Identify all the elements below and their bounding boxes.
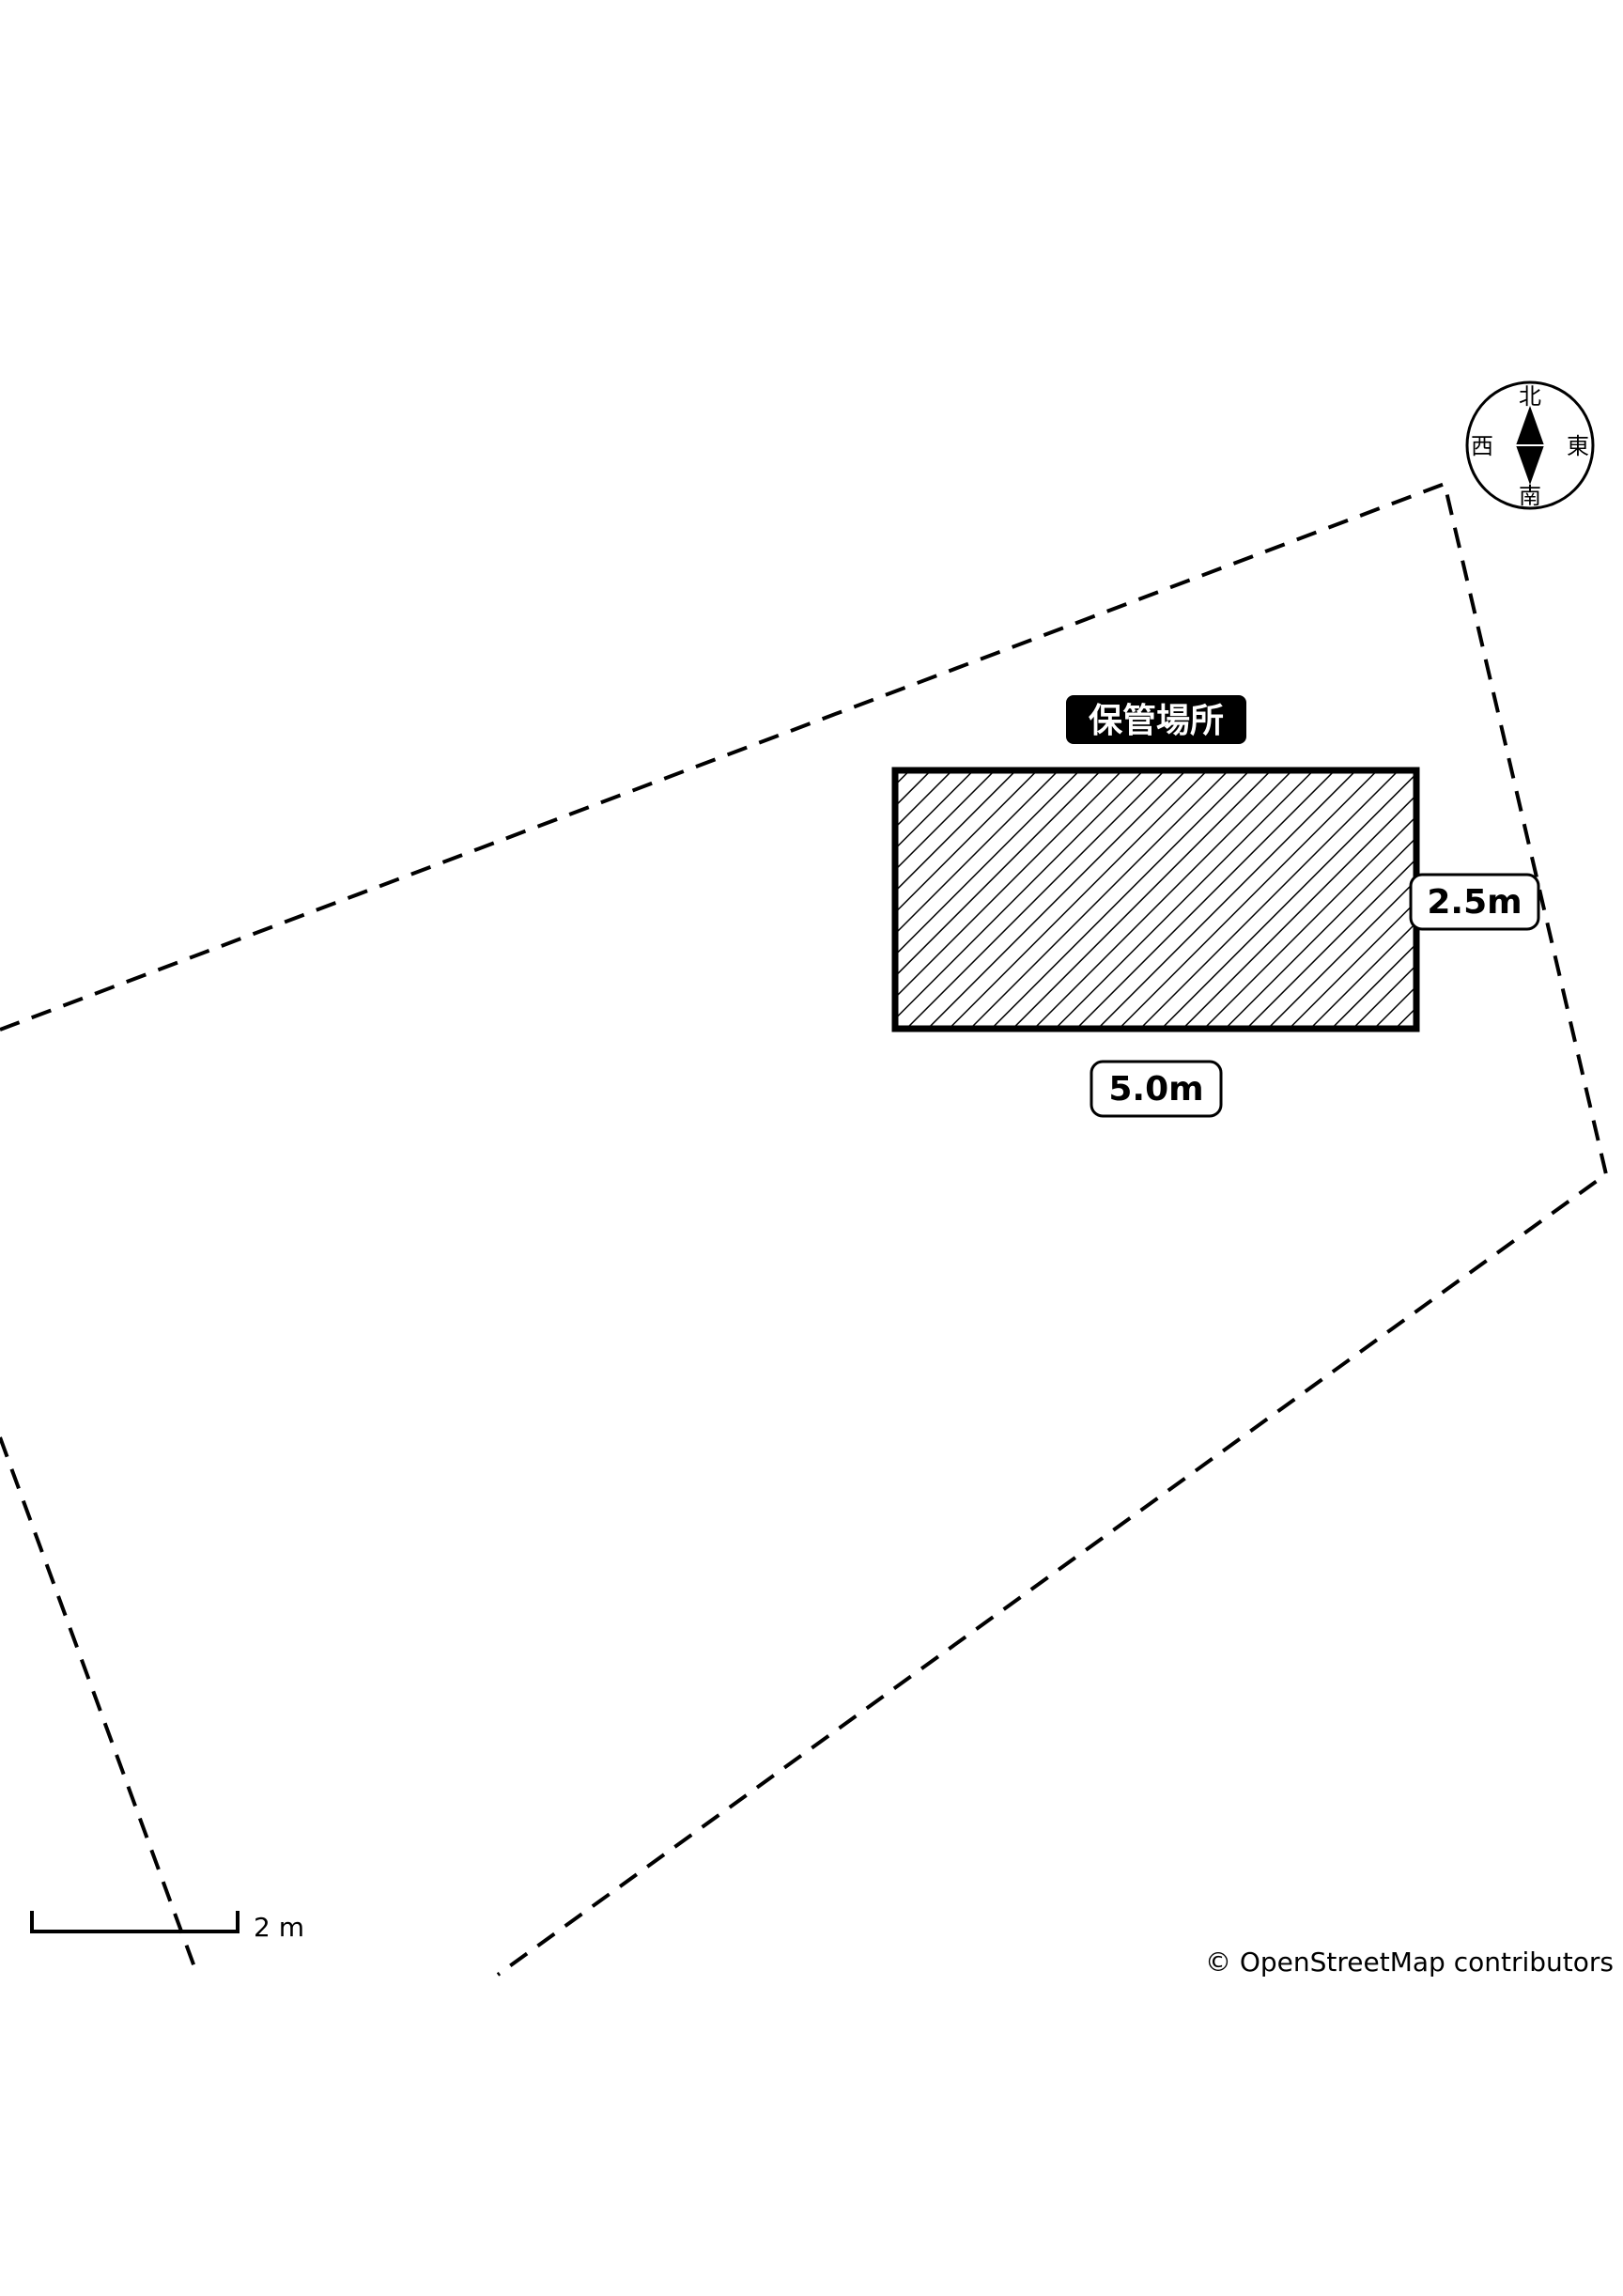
parcel-boundary	[0, 481, 1609, 1977]
scale-bar-label: 2 m	[254, 1912, 304, 1943]
map-attribution: © OpenStreetMap contributors	[1205, 1947, 1614, 1978]
compass-rose: 北 南 東 西	[1465, 380, 1595, 510]
depth-label-text: 2.5m	[1427, 883, 1522, 922]
storage-title: 保管場所	[1089, 702, 1224, 740]
compass-north: 北	[1519, 383, 1541, 410]
width-label-text: 5.0m	[1108, 1070, 1203, 1109]
compass-south: 南	[1519, 483, 1541, 509]
compass-east: 東	[1567, 433, 1589, 459]
width-label: 5.0m	[1090, 1060, 1223, 1118]
depth-label: 2.5m	[1409, 873, 1540, 931]
scale-bar: 2 m	[30, 1911, 304, 1943]
storage-title-label: 保管場所	[1066, 695, 1246, 744]
storage-area	[891, 767, 1420, 1032]
compass-west: 西	[1471, 433, 1493, 459]
parcel-boundary-west	[0, 1436, 199, 1976]
